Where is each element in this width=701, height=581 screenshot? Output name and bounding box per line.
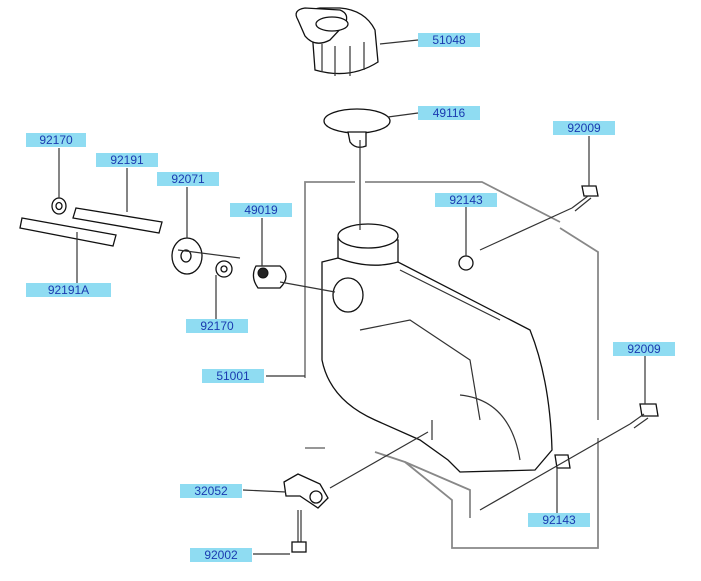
label-92009-lower[interactable]: 92009 (613, 342, 675, 356)
label-92191[interactable]: 92191 (96, 153, 158, 167)
screw-92002[interactable] (291, 510, 307, 553)
nut-92170-lower[interactable] (215, 260, 233, 278)
assembly-bracket-outline (304, 181, 599, 549)
label-92009[interactable]: 92009 (553, 121, 615, 135)
label-32052[interactable]: 32052 (180, 484, 242, 498)
label-49019[interactable]: 49019 (230, 203, 292, 217)
label-92071[interactable]: 92071 (157, 172, 219, 186)
rod-92191A[interactable] (19, 217, 117, 247)
bolt-92009-upper[interactable] (571, 185, 599, 212)
collar-92143-upper[interactable] (458, 255, 474, 271)
fuel-tank-51001[interactable] (321, 223, 553, 473)
leader-lines (58, 39, 646, 555)
grommet-92071[interactable] (171, 237, 203, 275)
label-92191A[interactable]: 92191A (26, 283, 111, 297)
label-49116[interactable]: 49116 (418, 106, 480, 120)
bolt-92009-lower[interactable] (629, 403, 659, 429)
label-51048[interactable]: 51048 (418, 33, 480, 47)
damper-49019[interactable] (252, 265, 287, 289)
label-92143[interactable]: 92143 (435, 193, 497, 207)
fuel-filter-49116[interactable] (323, 108, 391, 148)
label-51001[interactable]: 51001 (202, 369, 264, 383)
clamp-32052[interactable] (283, 473, 329, 509)
nut-92170-upper[interactable] (51, 197, 67, 215)
rod-92191[interactable] (72, 207, 163, 234)
label-92170-lower[interactable]: 92170 (186, 319, 248, 333)
label-92143-lower[interactable]: 92143 (528, 513, 590, 527)
label-92170[interactable]: 92170 (26, 133, 86, 147)
fuel-cap-51048[interactable] (295, 7, 379, 76)
label-92002[interactable]: 92002 (190, 548, 252, 562)
